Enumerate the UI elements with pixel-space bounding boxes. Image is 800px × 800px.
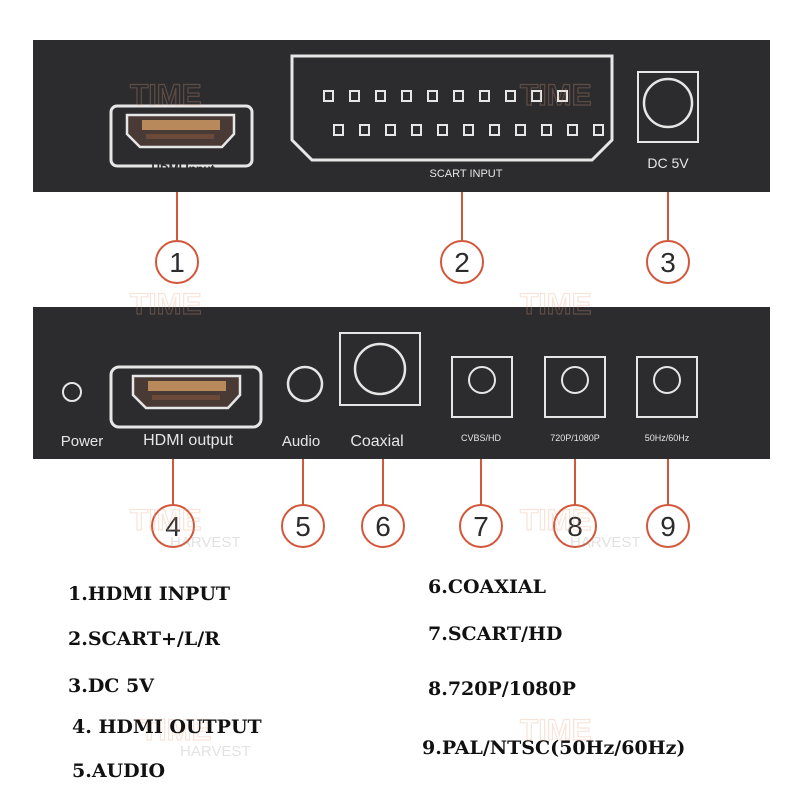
scart-pin xyxy=(489,124,500,136)
callout-number-2: 2 xyxy=(454,247,470,278)
watermark-subtext: HARVEST xyxy=(570,534,641,551)
coaxial-port xyxy=(339,332,421,406)
watermark-text: TIME xyxy=(130,504,202,537)
hdmi-input-port xyxy=(109,104,254,168)
hz-switch xyxy=(636,356,698,418)
legend-item-8: 8.720P/1080P xyxy=(428,678,576,700)
audio-jack xyxy=(286,365,324,403)
callout-circle-7 xyxy=(459,504,503,548)
scart-pin xyxy=(411,124,422,136)
dc-power-port xyxy=(637,71,699,143)
scart-pin xyxy=(593,124,604,136)
callout-number-4: 4 xyxy=(165,511,181,542)
watermark-text: TIME xyxy=(130,288,202,321)
callout-circle-9 xyxy=(646,504,690,548)
callout-number-3: 3 xyxy=(660,247,676,278)
callout-circle-3 xyxy=(646,240,690,284)
callout-circle-6 xyxy=(361,504,405,548)
scart-input-label: SCART INPUT xyxy=(430,168,503,180)
scart-pin xyxy=(437,124,448,136)
scart-pin xyxy=(453,90,464,102)
legend-item-2: 2.SCART+/L/R xyxy=(68,628,220,650)
callout-circle-5 xyxy=(281,504,325,548)
resolution-label: 720P/1080P xyxy=(550,433,600,443)
callout-number-9: 9 xyxy=(660,511,676,542)
scart-pin xyxy=(333,124,344,136)
callout-circle-8 xyxy=(553,504,597,548)
callout-number-7: 7 xyxy=(473,511,489,542)
callout-circle-2 xyxy=(440,240,484,284)
legend-item-6: 6.COAXIAL xyxy=(428,576,546,598)
watermark-subtext: HARVEST xyxy=(180,743,251,760)
scart-pin xyxy=(531,90,542,102)
scart-pin xyxy=(567,124,578,136)
callout-number-8: 8 xyxy=(567,511,583,542)
scart-pin xyxy=(427,90,438,102)
cvbs-hd-label: CVBS/HD xyxy=(461,433,502,443)
legend-item-1: 1.HDMI INPUT xyxy=(68,583,231,605)
hz-label: 50Hz/60Hz xyxy=(645,433,690,443)
watermark-text: TIME xyxy=(520,79,592,112)
callout-number-5: 5 xyxy=(295,511,311,542)
scart-pin xyxy=(479,90,490,102)
scart-pin xyxy=(463,124,474,136)
callout-number-1: 1 xyxy=(169,247,185,278)
scart-pin xyxy=(541,124,552,136)
resolution-switch xyxy=(544,356,606,418)
scart-pin xyxy=(349,90,360,102)
scart-pin xyxy=(505,90,516,102)
callout-number-6: 6 xyxy=(375,511,391,542)
scart-pin xyxy=(359,124,370,136)
watermark-subtext: HARVEST xyxy=(170,534,241,551)
callout-circle-4 xyxy=(151,504,195,548)
hdmi-output-label: HDMI output xyxy=(143,432,233,449)
scart-pin xyxy=(323,90,334,102)
callout-circle-1 xyxy=(155,240,199,284)
watermark: TIME TIME TIME TIME TIME HARVEST TIME HA… xyxy=(129,78,641,760)
watermark-text: TIME xyxy=(520,288,592,321)
scart-pin xyxy=(515,124,526,136)
legend-item-5: 5.AUDIO xyxy=(72,760,166,782)
watermark-text: TIME xyxy=(520,504,592,537)
watermark-text: TIME xyxy=(520,714,592,747)
legend-item-7: 7.SCART/HD xyxy=(428,623,563,645)
hdmi-output-port xyxy=(109,365,263,429)
legend-item-9: 9.PAL/NTSC(50Hz/60Hz) xyxy=(422,737,686,759)
audio-label: Audio xyxy=(282,433,320,450)
watermark-text: TIME xyxy=(140,714,212,747)
hdmi-input-label: HDMI Input xyxy=(151,162,214,176)
coaxial-label: Coaxial xyxy=(350,433,403,450)
power-label: Power xyxy=(61,433,104,450)
scart-pin xyxy=(375,90,386,102)
legend-item-4: 4. HDMI OUTPUT xyxy=(72,716,262,738)
scart-input-port xyxy=(290,54,614,162)
scart-pin xyxy=(401,90,412,102)
power-led xyxy=(62,382,82,402)
dc-5v-label: DC 5V xyxy=(647,155,689,171)
legend-item-3: 3.DC 5V xyxy=(68,675,155,697)
watermark-text: TIME xyxy=(130,79,202,112)
scart-pin xyxy=(557,90,568,102)
cvbs-hd-switch xyxy=(451,356,513,418)
scart-pin xyxy=(385,124,396,136)
